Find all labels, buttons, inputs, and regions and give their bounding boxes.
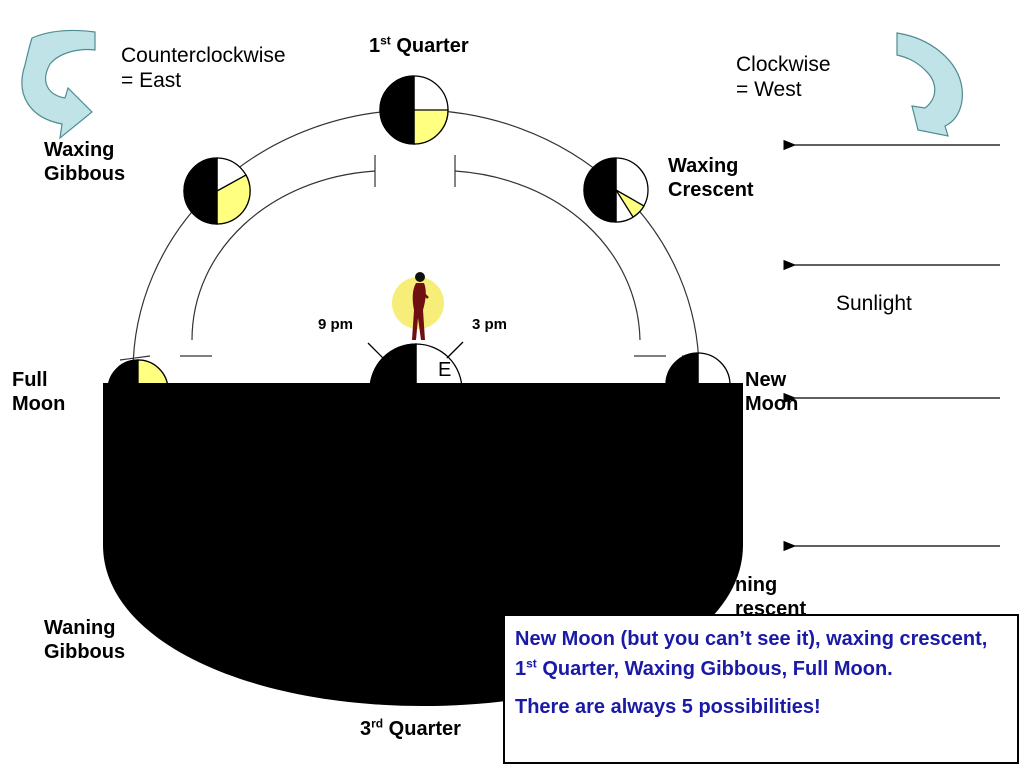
full-moon-label: Full Moon bbox=[12, 369, 66, 415]
info-box: New Moon (but you can’t see it), waxing … bbox=[503, 614, 1019, 764]
time-3pm-label: 3 pm bbox=[472, 316, 508, 333]
third-quarter-label: 3rd Quarter bbox=[360, 716, 461, 740]
sunlight-label: Sunlight bbox=[836, 292, 912, 315]
inner-orbit-arc-right bbox=[454, 170, 641, 341]
time-9pm-label: 9 pm bbox=[318, 316, 354, 333]
counterclockwise-label: Counterclockwise = East bbox=[121, 44, 286, 93]
waxing-crescent-label: Waxing Crescent bbox=[668, 155, 754, 201]
info-line-2: There are always 5 possibilities! bbox=[515, 696, 821, 718]
inner-orbit-arc-left bbox=[191, 170, 376, 341]
waxing-gibbous-label: Waxing Gibbous bbox=[44, 139, 126, 185]
clockwise-arrow-icon bbox=[896, 32, 963, 137]
sunlight-arrows bbox=[783, 139, 1000, 552]
observer-figure-icon bbox=[392, 272, 444, 340]
clockwise-label: Clockwise = West bbox=[736, 53, 831, 102]
waning-gibbous-label: Waning Gibbous bbox=[44, 617, 126, 663]
new-moon-label: New Moon bbox=[745, 369, 799, 415]
first-quarter-label: 1st Quarter bbox=[369, 33, 469, 57]
moon-waxing-crescent-icon bbox=[583, 157, 649, 223]
info-line-1: New Moon (but you can’t see it), waxing … bbox=[515, 628, 988, 680]
earth-letter-label: E bbox=[438, 359, 452, 381]
counterclockwise-arrow-icon bbox=[21, 29, 96, 140]
moon-waxing-gibbous-icon bbox=[183, 157, 251, 225]
moon-first-quarter-icon bbox=[379, 75, 449, 145]
